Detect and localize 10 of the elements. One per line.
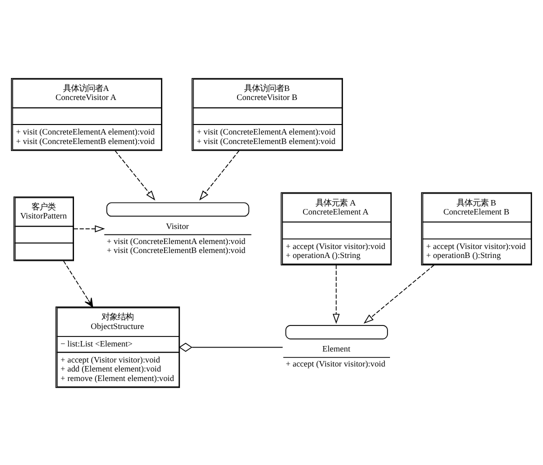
node-label: + visit (ConcreteElementB element):void bbox=[106, 246, 246, 255]
arrow bbox=[199, 150, 240, 200]
arrow bbox=[73, 224, 105, 232]
arrow bbox=[63, 260, 94, 307]
arrow bbox=[364, 264, 434, 324]
node-label: + visit (ConcreteElementA element):void bbox=[106, 236, 246, 246]
connector bbox=[178, 342, 284, 352]
arrow bbox=[114, 150, 156, 200]
node-label: + accept (Visitor visitor):void bbox=[286, 359, 386, 368]
arrow bbox=[332, 264, 340, 324]
